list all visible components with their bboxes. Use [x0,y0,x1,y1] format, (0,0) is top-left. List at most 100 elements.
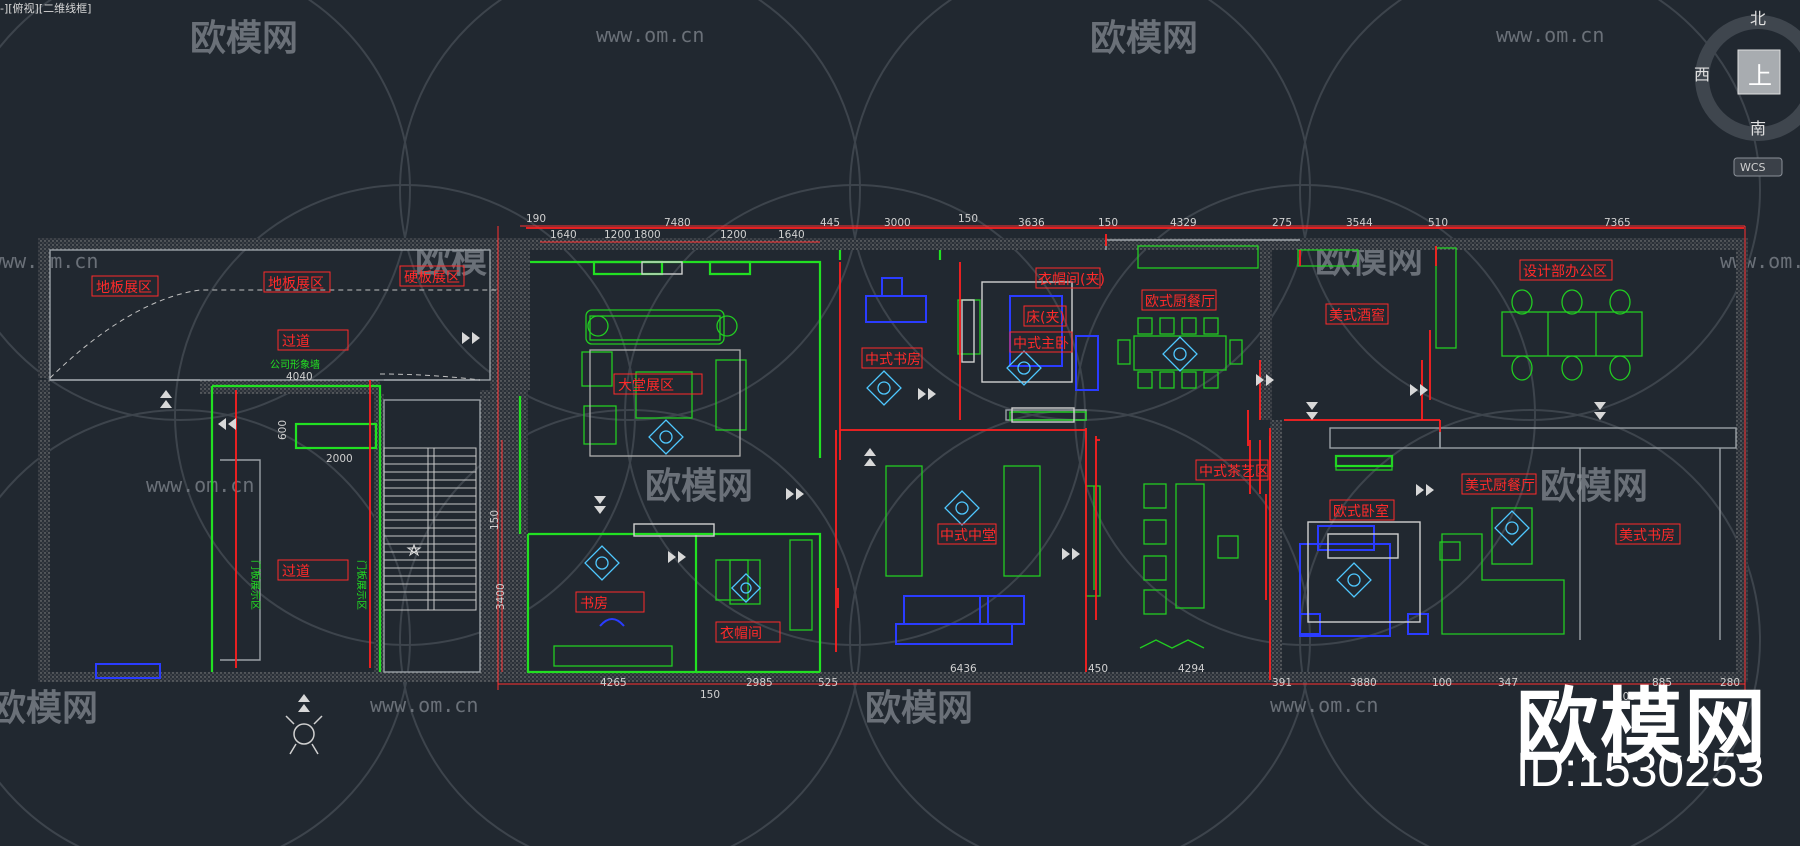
svg-text:书房: 书房 [580,596,608,612]
note-door-display: 门板展示区 [355,560,368,610]
dim-bottom: 885 [1652,677,1672,689]
dim-top: 445 [820,217,840,229]
dim-top: 190 [526,213,546,225]
room-label-wine-cellar: 美式酒窖 [1325,303,1389,325]
viewcube[interactable]: 上 北 南 西 WCS [1694,9,1800,177]
room-label-corridor-2: 过道 [277,559,349,581]
dim-bottom: 100 [1432,677,1452,689]
dim-top: 7365 [1604,217,1631,229]
dim-top: 7480 [664,217,691,229]
dim-top: 510 [1428,217,1448,229]
entry-person-symbol [285,715,323,755]
watermark-site: www.om.cn [146,473,254,497]
dim-bottom: 103 [1616,691,1636,703]
direction-arrows [160,332,1606,712]
watermark-text: 欧模网 www.om.cn 欧模网 www.om.cn www.om.cn 欧模… [0,18,1800,729]
room-label-chinese-hall: 中式中堂 [937,523,997,545]
id-stamp-brand: 欧模网 [1516,680,1769,775]
dim-misc: 600 [277,420,289,440]
dim-misc: 150 [489,510,501,530]
watermark-brand: 欧模网 [0,688,98,729]
entry-curve [49,289,500,379]
svg-text:硬板展区: 硬板展区 [404,270,460,286]
red-lines [235,227,1744,680]
dim-bottom: 347 [1498,677,1518,689]
dim-top: 1200 [720,229,747,241]
dim-top: 3544 [1346,217,1373,229]
dim-misc: 3400 [495,583,507,610]
dim-top: 275 [1272,217,1292,229]
svg-text:过道: 过道 [282,334,310,350]
svg-text:大堂展区: 大堂展区 [618,378,674,394]
wcs-button[interactable] [1733,157,1783,177]
dimension-lines [497,225,1746,690]
room-label-floor-display-2: 地板展区 [263,271,331,293]
viewcube-face[interactable] [1737,49,1781,95]
dim-bottom: 525 [818,677,838,689]
svg-text:美式厨餐厅: 美式厨餐厅 [1465,478,1535,494]
svg-text:中式中堂: 中式中堂 [940,528,996,544]
room-label-floor-display-1: 地板展区 [91,275,159,297]
dim-bottom: 391 [1272,677,1292,689]
viewport-label[interactable]: -][俯视][二维线框] [0,2,92,15]
watermark-site: www.om.cn [1720,249,1800,273]
watermark-site: www.om.cn [1270,693,1378,717]
dim-bottom: 3880 [1350,677,1377,689]
svg-text:中式茶艺区: 中式茶艺区 [1199,464,1269,480]
watermark-brand: 欧模网 [865,688,973,729]
room-label-american-dining: 美式厨餐厅 [1461,473,1537,495]
dim-misc: 2000 [326,453,353,465]
watermark-brand: 欧模网 [645,466,753,507]
watermark-brand: 欧模网 [190,18,298,59]
note-company-wall: 公司形象墙 [270,358,320,371]
furniture-green [553,245,1643,667]
id-stamp-number: ID:1530253 [1516,744,1765,797]
room-label-design-office: 设计部办公区 [1519,259,1613,281]
svg-text:中式主卧: 中式主卧 [1013,336,1069,352]
furniture-blue [95,277,1429,679]
watermark-brand: 欧模网 [1090,18,1198,59]
entry-dash [379,373,481,381]
dim-top: 150 [958,213,978,225]
svg-text:地板展区: 地板展区 [268,276,324,292]
svg-text:美式酒窖: 美式酒窖 [1329,307,1385,324]
svg-text:地板展区: 地板展区 [96,280,152,296]
wcs-label: WCS [1740,161,1766,174]
dim-bottom: 450 [1088,663,1108,675]
dim-top: 1200 [604,229,631,241]
dim-bottom: 6436 [950,663,977,675]
svg-text:床(夹): 床(夹) [1026,310,1065,326]
dim-bottom: 4265 [600,677,627,689]
viewcube-south: 南 [1750,119,1766,138]
dimension-text: 190 1640 1200 1800 1200 1640 7480 445 30… [277,213,1740,703]
room-label-board-display: 硬板展区 [399,265,465,287]
svg-text:衣帽间: 衣帽间 [720,626,762,642]
watermark-site: www.om.cn [1496,23,1604,47]
walls [38,238,1748,682]
dim-misc: 4040 [286,371,313,383]
staircase [383,447,477,611]
room-label-bed-mezz: 床(夹) [1023,305,1067,327]
watermark-brand: 欧模网 [1540,466,1648,507]
floor-medallions [584,336,1530,604]
room-label-corridor-1: 过道 [277,329,349,351]
room-label-study: 书房 [575,591,645,613]
dim-top: 1800 [634,229,661,241]
interior-lines [49,239,1737,673]
dim-top: 3000 [884,217,911,229]
room-labels: 地板展区 地板展区 硬板展区 过道 大堂展区 书房 衣帽间 中式书房 衣帽间(夹… [91,259,1681,643]
svg-text:美式书房: 美式书房 [1619,528,1675,544]
room-label-tea-area: 中式茶艺区 [1195,459,1269,481]
room-label-euro-bedroom: 欧式卧室 [1329,499,1395,521]
watermark-circles [0,0,1761,846]
watermark-site: www.om.cn [596,23,704,47]
svg-text:欧式厨餐厅: 欧式厨餐厅 [1145,294,1215,310]
svg-text:欧式卧室: 欧式卧室 [1333,503,1389,520]
green-notes: 公司形象墙 门板展示区 门板展示区 [249,358,368,610]
green-partitions [210,250,1394,674]
room-label-chinese-master: 中式主卧 [1009,331,1073,353]
svg-text:过道: 过道 [282,564,310,580]
viewcube-ring[interactable] [1695,15,1800,141]
viewcube-west: 西 [1694,65,1710,84]
